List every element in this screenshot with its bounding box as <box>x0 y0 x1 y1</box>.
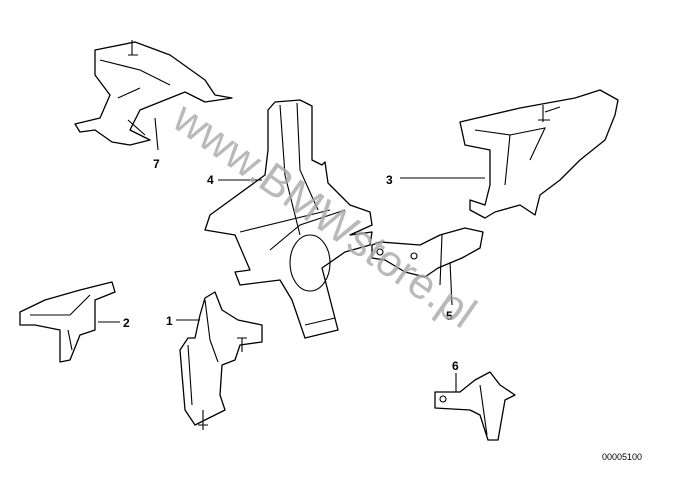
callout-7: 7 <box>153 157 160 171</box>
part-4-bracket <box>204 99 373 339</box>
part-3-bracket <box>459 89 619 219</box>
part-5-bracket <box>371 227 484 286</box>
callout-6: 6 <box>452 359 459 373</box>
drawing-code: 00005100 <box>602 452 642 462</box>
callout-4: 4 <box>207 173 214 187</box>
part-6-bracket <box>434 371 516 441</box>
part-7-bracket <box>74 40 233 151</box>
callout-2: 2 <box>123 316 130 330</box>
part-1-bracket <box>179 291 263 430</box>
part-2-bracket <box>19 281 116 363</box>
callout-1: 1 <box>166 314 173 328</box>
callout-3: 3 <box>386 173 393 187</box>
callout-5: 5 <box>446 309 453 323</box>
leader-line-5 <box>449 261 453 306</box>
